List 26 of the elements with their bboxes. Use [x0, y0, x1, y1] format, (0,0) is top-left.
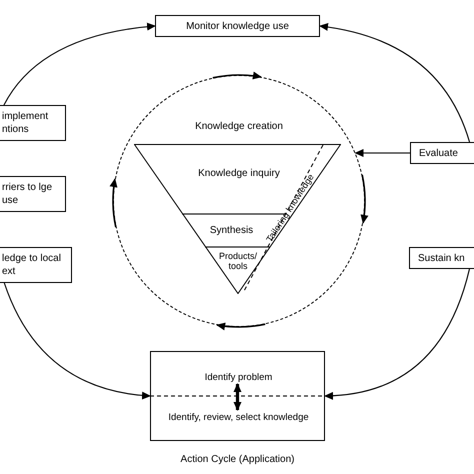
- connector-arrow: [3, 22, 156, 106]
- process-box: [0, 105, 66, 141]
- step-label: Identify problem: [204, 370, 272, 385]
- box-label: Evaluate: [419, 146, 458, 160]
- connector-arrow: [4, 282, 151, 400]
- connector-arrow: [324, 268, 470, 400]
- box-label: implement ntions: [1, 110, 50, 136]
- funnel-triangle: [134, 144, 341, 294]
- step-label: Identify, review, select knowledge: [168, 410, 309, 425]
- connector-arrow: [354, 149, 410, 157]
- box-label: rriers to lge use: [1, 181, 52, 207]
- box-label: ledge to local ext: [1, 252, 62, 278]
- box-label: Sustain kn: [418, 252, 465, 266]
- process-box: [0, 176, 66, 212]
- box-label: Monitor knowledge use: [186, 20, 289, 34]
- process-box: [0, 247, 72, 283]
- funnel-label: Synthesis: [210, 225, 254, 237]
- connector-arrow: [319, 23, 470, 142]
- box-label: Action Cycle (Application): [180, 453, 294, 467]
- process-box: [410, 142, 474, 164]
- connector-arrow: [234, 383, 242, 411]
- process-box: [409, 247, 474, 269]
- circle-heading: Knowledge creation: [195, 120, 283, 134]
- process-box: [155, 15, 320, 37]
- funnel-label: Knowledge inquiry: [198, 168, 280, 180]
- funnel-label: Products/ tools: [218, 251, 258, 271]
